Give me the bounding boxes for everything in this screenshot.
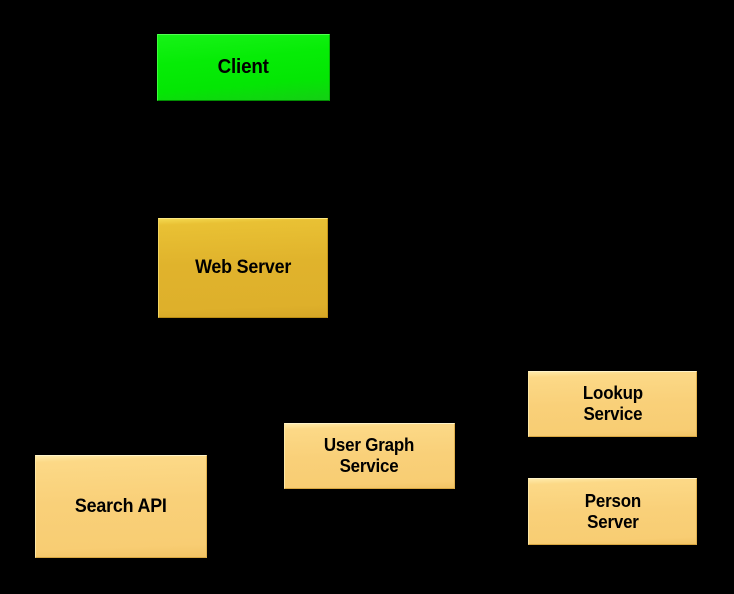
diagram-node-user-graph-service[interactable]: User Graph Service: [284, 423, 455, 489]
diagram-node-person-server[interactable]: Person Server: [528, 478, 697, 545]
node-label-client: Client: [217, 56, 270, 79]
diagram-node-search-api[interactable]: Search API: [35, 455, 207, 558]
node-label-search-api: Search API: [75, 495, 167, 517]
node-label-lookup-service: Lookup Service: [582, 383, 643, 424]
diagram-node-lookup-service[interactable]: Lookup Service: [528, 371, 697, 437]
diagram-node-client[interactable]: Client: [157, 34, 330, 101]
node-label-person-server: Person Server: [584, 490, 641, 532]
node-label-user-graph-service: User Graph Service: [324, 435, 415, 476]
diagram-node-web-server[interactable]: Web Server: [158, 218, 328, 318]
node-label-web-server: Web Server: [194, 257, 292, 279]
